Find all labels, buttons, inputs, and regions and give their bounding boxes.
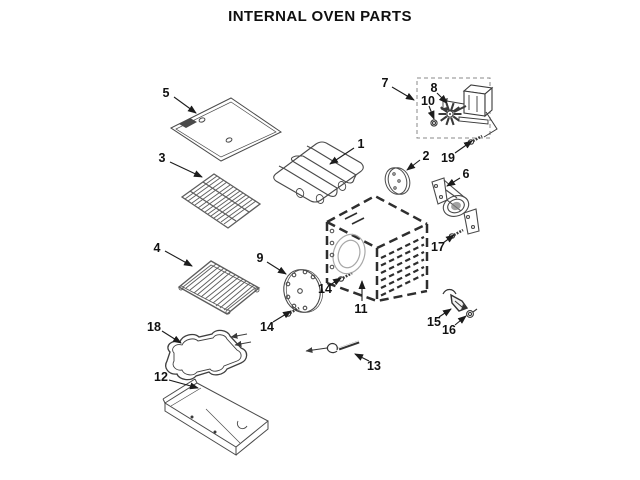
callout-14a-leader xyxy=(272,310,292,323)
fan-motor-assembly-drawing xyxy=(416,77,498,139)
callout-14a: 14 xyxy=(260,319,274,334)
callout-1-leader xyxy=(329,147,355,165)
callout-12: 12 xyxy=(154,369,168,384)
callout-7-leader xyxy=(391,86,415,101)
fan-nut-drawing xyxy=(430,119,438,127)
callout-18: 18 xyxy=(147,319,161,334)
bake-element-drawing xyxy=(165,329,252,381)
callout-6: 6 xyxy=(462,166,470,181)
callout-19-leader xyxy=(454,140,473,154)
callout-10-leader xyxy=(427,105,435,120)
page-title: INTERNAL OVEN PARTS xyxy=(228,8,412,25)
top-panel-drawing xyxy=(170,97,282,162)
callout-2-leader xyxy=(406,159,421,171)
callout-17: 17 xyxy=(431,239,445,254)
callout-4: 4 xyxy=(153,240,161,255)
callout-3-leader xyxy=(169,161,203,178)
motor-drawing xyxy=(440,84,494,125)
callout-15-leader xyxy=(438,308,452,318)
nut-16-drawing xyxy=(466,308,478,318)
callout-7: 7 xyxy=(381,75,389,90)
oven-cavity-drawing xyxy=(325,194,429,303)
callout-18-leader xyxy=(161,330,182,344)
round-baffle-plate-drawing xyxy=(283,269,324,313)
fan-cover-disc-drawing xyxy=(384,167,411,195)
callout-6-leader xyxy=(446,177,461,187)
callout-2: 2 xyxy=(422,148,430,163)
fan-blade-drawing xyxy=(438,102,462,126)
callout-19: 19 xyxy=(441,150,455,165)
bottom-tray-drawing xyxy=(162,378,269,456)
callout-5-leader xyxy=(173,96,197,114)
callout-1: 1 xyxy=(357,136,365,151)
wire-sensor-drawing xyxy=(442,288,469,312)
callout-9-leader xyxy=(266,261,287,275)
callout-14b: 14 xyxy=(318,281,332,296)
temp-sensor-probe-drawing xyxy=(305,340,360,354)
oven-rack-drawing xyxy=(180,173,262,229)
callout-16-leader xyxy=(454,315,467,326)
assembly-dashed-box xyxy=(416,77,491,139)
callout-16: 16 xyxy=(442,322,456,337)
callout-8: 8 xyxy=(430,80,438,95)
callout-13-leader xyxy=(354,353,370,362)
callout-3: 3 xyxy=(158,150,166,165)
callout-15: 15 xyxy=(427,314,441,329)
callout-10: 10 xyxy=(421,93,435,108)
callout-leaders xyxy=(161,86,473,390)
callout-17-leader xyxy=(442,234,455,244)
mounting-leader-line xyxy=(483,111,498,138)
callout-13: 13 xyxy=(367,358,381,373)
callout-8-leader xyxy=(436,92,448,104)
callout-5: 5 xyxy=(162,85,170,100)
screw-14-box-drawing xyxy=(337,271,354,283)
fan-housing-drawing xyxy=(431,177,480,235)
roll-out-rack-drawing xyxy=(177,260,261,315)
screw-19-drawing xyxy=(467,134,484,146)
callout-9: 9 xyxy=(256,250,264,265)
callout-11: 11 xyxy=(354,301,368,316)
callout-14b-leader xyxy=(329,277,342,286)
screw-14-lower-drawing xyxy=(284,306,301,318)
callout-4-leader xyxy=(164,250,193,267)
callout-12-leader xyxy=(168,379,199,390)
